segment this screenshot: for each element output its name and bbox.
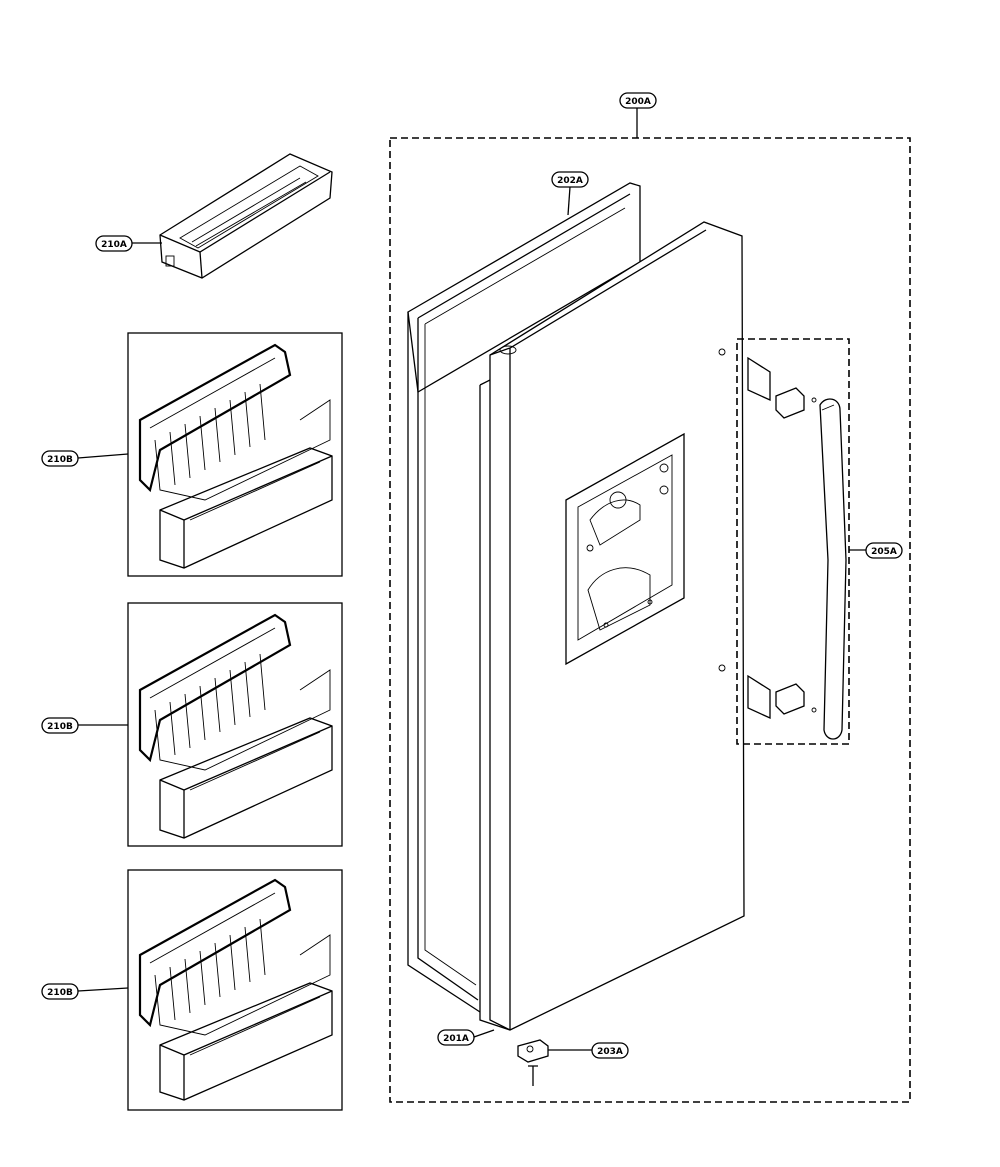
label-200a-text: 200A [625,97,651,107]
lower-hinge [517,1039,549,1086]
label-210b-2-text: 210B [47,722,73,732]
label-205a-text: 205A [871,547,897,557]
label-205a: 205A [865,542,903,559]
label-200a: 200A [619,92,657,109]
label-210b-1-text: 210B [47,455,73,465]
basket-box-1 [127,332,343,577]
leader-lines [77,108,866,1051]
door-assembly-dashed-box [389,137,911,1103]
top-door-basket [159,153,333,279]
label-203a-text: 203A [597,1047,623,1057]
label-210b-3-text: 210B [47,988,73,998]
label-201a: 201A [437,1029,475,1046]
label-210a-text: 210A [101,240,127,250]
label-210b-1: 210B [41,450,79,467]
label-202a-text: 202A [557,176,583,186]
label-201a-text: 201A [443,1034,469,1044]
label-210b-2: 210B [41,717,79,734]
door-gasket [407,182,641,1013]
door-handle [718,348,847,740]
label-202a: 202A [551,171,589,188]
handle-assembly-dashed-box [736,338,850,745]
basket-box-3 [127,869,343,1111]
door-panel [479,221,745,1031]
label-210a: 210A [95,235,133,252]
label-210b-3: 210B [41,983,79,1000]
label-203a: 203A [591,1042,629,1059]
basket-box-2 [127,602,343,847]
